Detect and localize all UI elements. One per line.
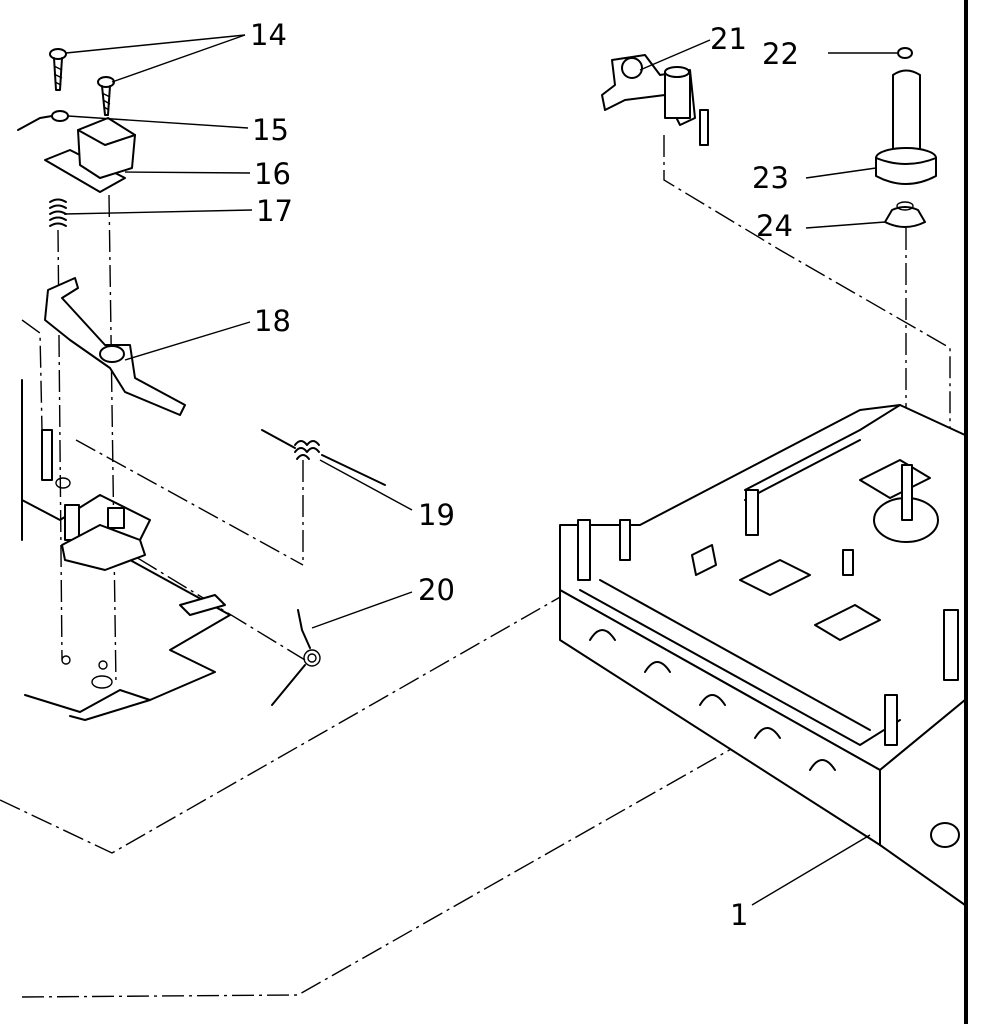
callout-24: 24	[756, 209, 793, 243]
callout-labels: 14 15 16 17 18 19 20 21 22 23 24 1	[250, 18, 799, 932]
spring-part-19	[261, 429, 386, 486]
solenoid-part-16	[44, 117, 136, 193]
callout-21: 21	[710, 22, 747, 56]
callout-16: 16	[254, 157, 291, 191]
screw-part-14a	[49, 48, 67, 91]
washer-part-24	[884, 201, 926, 228]
bracket-part-21	[601, 54, 709, 146]
main-frame-part-1	[559, 404, 966, 906]
ring-part-22	[897, 47, 913, 59]
callout-20: 20	[418, 573, 455, 607]
spring-part-20	[271, 609, 321, 706]
screw-part-14b	[97, 76, 115, 116]
lower-left-plate	[21, 379, 231, 721]
lever-part-18	[44, 277, 186, 416]
callout-15: 15	[252, 113, 289, 147]
callout-14: 14	[250, 18, 287, 52]
spring-part-17	[49, 198, 67, 227]
callout-22: 22	[762, 37, 799, 71]
terminal-part-15	[17, 110, 69, 131]
callout-17: 17	[256, 194, 293, 228]
callout-19: 19	[418, 498, 455, 532]
callout-18: 18	[254, 304, 291, 338]
leader-lines	[63, 34, 897, 906]
callout-1: 1	[730, 898, 748, 932]
roller-part-23	[875, 69, 937, 185]
callout-23: 23	[752, 161, 789, 195]
